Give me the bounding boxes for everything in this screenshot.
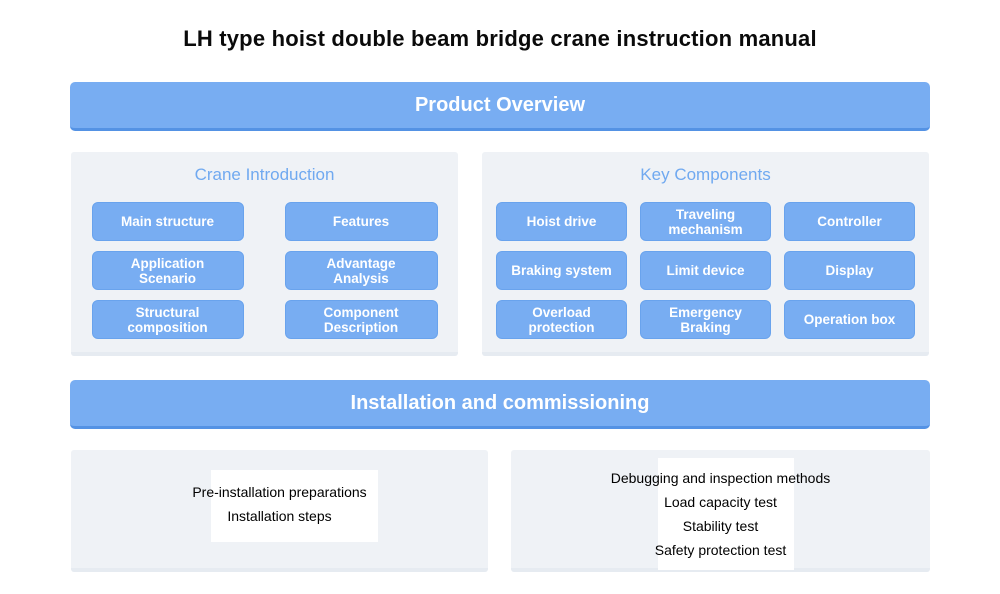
chip-display[interactable]: Display: [784, 251, 915, 290]
section-banner-product-overview: Product Overview: [70, 82, 930, 131]
chip-application-scenario[interactable]: Application Scenario: [91, 251, 244, 290]
list-item-pre-installation-preparations: Pre-installation preparations: [192, 484, 367, 500]
installation-steps-list: Pre-installation preparations Installati…: [71, 480, 488, 528]
chip-controller[interactable]: Controller: [784, 202, 915, 241]
chip-hoist-drive[interactable]: Hoist drive: [496, 202, 627, 241]
chip-limit-device[interactable]: Limit device: [640, 251, 771, 290]
chip-main-structure[interactable]: Main structure: [91, 202, 244, 241]
key-components-panel: Key Components Hoist drive Traveling mec…: [482, 152, 929, 356]
crane-introduction-title: Crane Introduction: [194, 165, 335, 184]
text-backdrop: [658, 458, 794, 570]
key-components-grid: Hoist drive Traveling mechanism Controll…: [482, 202, 929, 339]
list-item-stability-test: Stability test: [682, 518, 759, 534]
text-backdrop: [211, 470, 378, 542]
page-title: LH type hoist double beam bridge crane i…: [183, 26, 817, 51]
chip-traveling-mechanism[interactable]: Traveling mechanism: [640, 202, 771, 241]
chip-overload-protection[interactable]: Overload protection: [496, 300, 627, 339]
debugging-inspection-list: Debugging and inspection methods Load ca…: [511, 466, 930, 562]
key-components-title: Key Components: [640, 165, 771, 184]
chip-braking-system[interactable]: Braking system: [496, 251, 627, 290]
crane-introduction-grid: Main structure Features Application Scen…: [71, 202, 458, 339]
chip-component-description[interactable]: Component Description: [284, 300, 438, 339]
chip-operation-box[interactable]: Operation box: [784, 300, 915, 339]
chip-features[interactable]: Features: [284, 202, 438, 241]
crane-introduction-panel: Crane Introduction Main structure Featur…: [71, 152, 458, 356]
debugging-inspection-panel: Debugging and inspection methods Load ca…: [511, 450, 930, 572]
section-banner-product-overview-label: Product Overview: [414, 93, 586, 116]
list-item-installation-steps: Installation steps: [227, 508, 332, 524]
chip-structural-composition[interactable]: Structural composition: [91, 300, 244, 339]
chip-advantage-analysis[interactable]: Advantage Analysis: [284, 251, 438, 290]
installation-steps-panel: Pre-installation preparations Installati…: [71, 450, 488, 572]
chip-emergency-braking[interactable]: Emergency Braking: [640, 300, 771, 339]
list-item-load-capacity-test: Load capacity test: [664, 494, 777, 510]
section-banner-installation-label: Installation and commissioning: [350, 391, 650, 414]
list-item-debugging-inspection-methods: Debugging and inspection methods: [610, 470, 831, 486]
list-item-safety-protection-test: Safety protection test: [654, 542, 787, 558]
section-banner-installation: Installation and commissioning: [70, 380, 930, 429]
